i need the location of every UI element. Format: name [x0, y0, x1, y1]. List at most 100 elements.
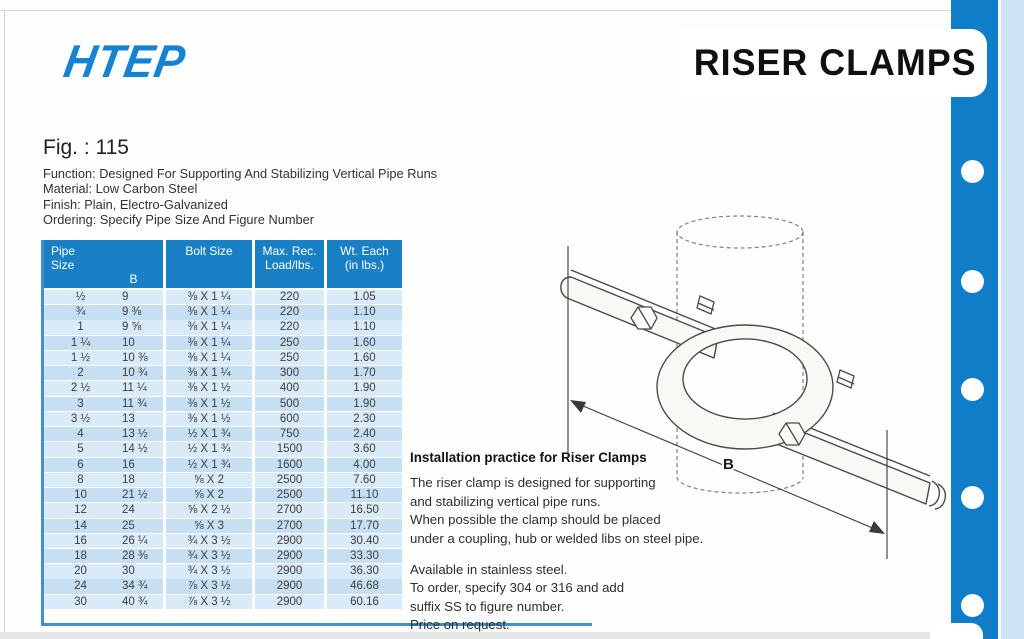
- figure-label: Fig. : 115: [43, 136, 129, 159]
- table-cell: 2900: [255, 533, 324, 549]
- table-cell: 2500: [255, 472, 324, 488]
- table-cell: 1 ¼: [43, 335, 118, 350]
- table-cell: ⅜ X 1 ½: [166, 411, 252, 427]
- table-cell: 2900: [255, 564, 324, 579]
- table-cell: 2900: [255, 579, 324, 594]
- table-cell: ⅞ X 3 ½: [166, 594, 252, 609]
- table-cell: 10 ¾: [118, 366, 163, 381]
- clamp-body: [560, 269, 947, 510]
- table-cell: 1: [43, 320, 118, 335]
- table-cell: 13: [118, 411, 163, 427]
- table-cell: ⅞ X 3 ½: [166, 579, 252, 594]
- table-cell: ⅜ X 1 ¼: [166, 366, 252, 381]
- table-cell: 8: [43, 472, 118, 488]
- table-cell: 2900: [255, 594, 324, 609]
- spec-table: Pipe Size B Bolt Size Max. Rec. Load/lbs…: [43, 240, 402, 610]
- table-cell: 18: [43, 548, 118, 564]
- table-cell: 6: [43, 457, 118, 472]
- table-cell: 400: [255, 381, 324, 396]
- table-cell: 1.60: [327, 335, 402, 350]
- table-cell: ⅜ X 1 ½: [166, 381, 252, 396]
- installation-line: To order, specify 304 or 316 and add: [410, 580, 625, 596]
- installation-line: and stabilizing vertical pipe runs.: [410, 493, 601, 509]
- table-cell: 2.40: [327, 427, 402, 442]
- header-wt-each-line1: Wt. Each: [340, 244, 389, 258]
- spec-line-ordering: Ordering: Specify Pipe Size And Figure N…: [43, 212, 314, 228]
- spec-lines: Function: Designed For Supporting And St…: [43, 166, 437, 228]
- page-edge-left: [4, 10, 5, 632]
- table-cell: ⅜ X 1 ¼: [166, 305, 252, 320]
- table-cell: 24: [118, 503, 163, 518]
- table-cell: 18: [118, 472, 163, 488]
- table-cell: 11.10: [327, 488, 402, 503]
- installation-note: Installation practice for Riser Clamps T…: [410, 449, 730, 635]
- table-cell: 24: [43, 579, 118, 594]
- table-cell: ¾ X 3 ½: [166, 548, 252, 564]
- table-cell: 11 ¾: [118, 396, 163, 411]
- table-cell: 2700: [255, 518, 324, 533]
- table-cell: 12: [43, 503, 118, 518]
- table-cell: 20: [43, 564, 118, 579]
- installation-paragraph: The riser clamp is designed for supporti…: [410, 474, 730, 548]
- table-cell: 13 ½: [118, 427, 163, 442]
- table-cell: 2.30: [327, 411, 402, 427]
- table-cell: 1 ½: [43, 350, 118, 366]
- spec-line-material: Material: Low Carbon Steel: [43, 181, 198, 197]
- table-cell: 220: [255, 320, 324, 335]
- header-max-load-line2: Load/lbs.: [265, 257, 314, 272]
- table-cell: 2: [43, 366, 118, 381]
- installation-line: under a coupling, hub or welded libs on …: [410, 530, 704, 546]
- table-cell: 16: [118, 457, 163, 472]
- table-cell: ¾: [43, 305, 118, 320]
- table-cell: ⅜ X 1 ¼: [166, 320, 252, 335]
- table-cell: 3 ½: [43, 411, 118, 427]
- table-cell: ¾ X 3 ½: [166, 533, 252, 549]
- table-cell: 28 ⅜: [118, 548, 163, 564]
- table-cell: 1.10: [327, 320, 402, 335]
- table-cell: 33.30: [327, 548, 402, 564]
- table-cell: 750: [255, 427, 324, 442]
- table-cell: ½: [43, 290, 118, 305]
- binder-dot: [961, 378, 984, 401]
- table-cell: 36.30: [327, 564, 402, 579]
- binder-bar-notch: [930, 623, 983, 639]
- bolt-heads: [630, 295, 855, 446]
- table-cell: 4: [43, 427, 118, 442]
- table-cell: 34 ¾: [118, 579, 163, 594]
- table-cell: 2900: [255, 548, 324, 564]
- installation-line: Available in stainless steel.: [410, 562, 568, 578]
- bottom-rule: [41, 623, 592, 626]
- header-wt-each-line2: (in lbs.): [344, 257, 385, 272]
- table-cell: 1.10: [327, 305, 402, 320]
- binder-dot: [961, 486, 984, 509]
- table-cell: 11 ¼: [118, 381, 163, 396]
- dimension-label-b: B: [723, 456, 734, 473]
- table-cell: 300: [255, 366, 324, 381]
- binder-dot: [961, 160, 984, 183]
- installation-heading: Installation practice for Riser Clamps: [410, 450, 647, 465]
- dimension-lines: [567, 246, 888, 559]
- table-cell: 220: [255, 290, 324, 305]
- stainless-paragraph: Available in stainless steel. To order, …: [410, 561, 730, 635]
- table-cell: 1600: [255, 457, 324, 472]
- table-cell: ⅜ X 1 ¼: [166, 335, 252, 350]
- page-edge-bottom: [0, 632, 952, 639]
- table-cell: 1.60: [327, 350, 402, 366]
- header-max-load: Max. Rec. Load/lbs.: [255, 240, 324, 288]
- binder-dot: [961, 594, 984, 617]
- installation-line: The riser clamp is designed for supporti…: [410, 475, 656, 491]
- table-cell: 14: [43, 518, 118, 533]
- table-cell: 16: [43, 533, 118, 549]
